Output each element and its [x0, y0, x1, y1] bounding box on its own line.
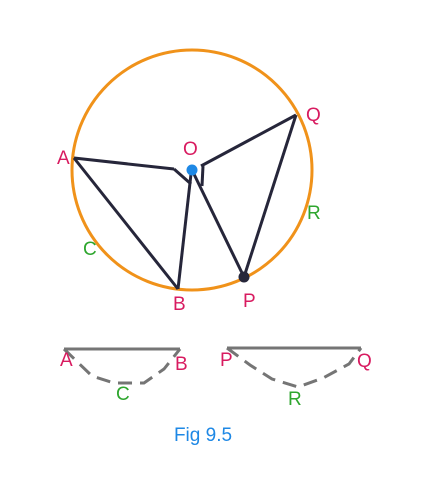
- label-r: R: [307, 203, 321, 224]
- line-q-p: [242, 114, 298, 278]
- chord-lines: [72, 113, 298, 290]
- segment-prq: P Q R: [220, 346, 372, 410]
- center-point-o: [186, 164, 198, 176]
- label-q: Q: [306, 105, 321, 126]
- circle: [70, 48, 314, 292]
- segment-acb: A B C: [60, 347, 188, 405]
- segment-label-a: A: [60, 350, 73, 371]
- label-a: A: [57, 148, 70, 169]
- line-o-notch: [173, 167, 192, 186]
- line-b-o: [176, 173, 193, 290]
- line-o-p: [190, 169, 246, 278]
- line-o-q: [200, 113, 297, 168]
- segment-prq-dashed-arc: [226, 346, 363, 389]
- label-p: P: [243, 291, 256, 312]
- segment-label-b: B: [175, 354, 188, 375]
- segment-acb-dashed-arc: [62, 347, 182, 385]
- label-b: B: [173, 294, 186, 315]
- segment-label-c: C: [116, 384, 130, 405]
- segment-label-r: R: [288, 389, 302, 410]
- label-c: C: [83, 239, 97, 260]
- point-p: [238, 271, 250, 283]
- segment-label-p: P: [220, 350, 233, 371]
- line-a-o: [73, 156, 175, 171]
- figure-caption: Fig 9.5: [174, 425, 232, 446]
- label-o: O: [183, 139, 198, 160]
- line-a-b: [72, 157, 180, 290]
- segment-label-q: Q: [357, 351, 372, 372]
- line-o-stub: [200, 165, 205, 187]
